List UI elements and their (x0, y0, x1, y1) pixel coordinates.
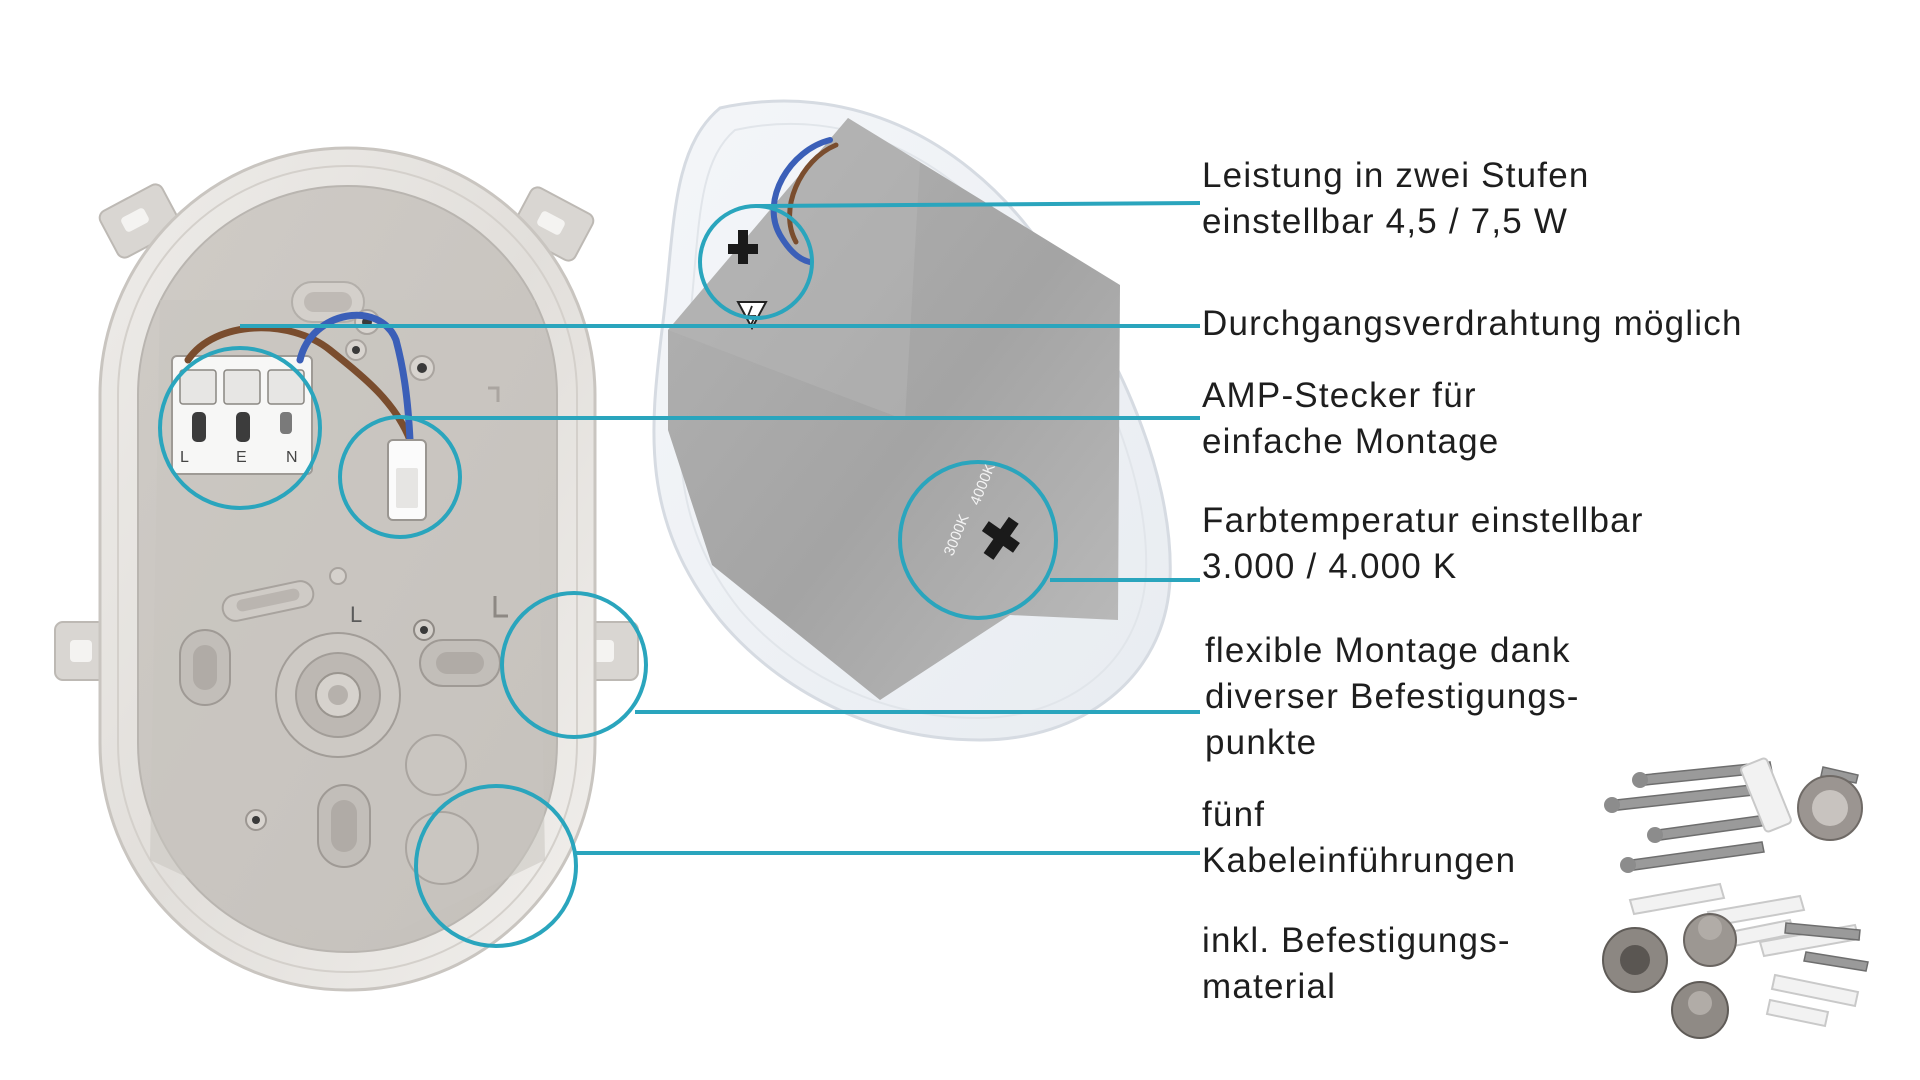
feature-color-temperature: Farbtemperatur einstellbar 3.000 / 4.000… (1202, 498, 1644, 590)
grommet-2 (1683, 913, 1737, 967)
callout-circle-cct (898, 460, 1058, 620)
feature-flexible-mounting-line-2: diverser Befestigungs- (1205, 677, 1580, 716)
callout-circle-through-wiring (158, 346, 322, 510)
cct-switch (981, 516, 1020, 560)
grommet-3 (1671, 981, 1729, 1039)
terminal-letter-l: L (180, 449, 189, 466)
feature-fixing-material-line-2: material (1202, 967, 1337, 1006)
callouts (158, 201, 1201, 948)
feature-flexible-mounting: flexible Montage dank diverser Befestigu… (1205, 628, 1580, 766)
feature-power-levels-line-2: einstellbar 4,5 / 7,5 W (1202, 202, 1569, 241)
feature-flexible-mounting-line-3: punkte (1205, 723, 1318, 762)
feature-power-levels-line-1: Leistung in zwei Stufen (1202, 156, 1590, 195)
callout-line-power (755, 201, 1201, 208)
feature-through-wiring: Durchgangsverdrahtung möglich (1202, 301, 1743, 347)
callout-circle-mounting (500, 591, 648, 739)
feature-color-temperature-line-2: 3.000 / 4.000 K (1202, 547, 1458, 586)
grommet-1 (1602, 927, 1668, 993)
fixing-material-set-2 (1602, 913, 1869, 1039)
feature-amp-plug-line-1: AMP-Stecker für (1202, 376, 1477, 415)
feature-cable-entries: fünf Kabeleinführungen (1202, 792, 1516, 884)
terminal-letter-e: E (236, 449, 247, 466)
callout-circle-amp-plug (338, 415, 462, 539)
cover-cap (1797, 775, 1863, 841)
diffuser-with-driver: 4000K 3000K (652, 99, 1172, 742)
feature-power-levels: Leistung in zwei Stufen einstellbar 4,5 … (1202, 153, 1590, 245)
feature-cable-entries-line-2: Kabeleinführungen (1202, 841, 1517, 880)
feature-amp-plug: AMP-Stecker für einfache Montage (1202, 373, 1499, 465)
amp-plug (387, 439, 427, 521)
feature-fixing-material: inkl. Befestigungs- material (1202, 918, 1511, 1010)
luminaire-base: L E N L (54, 146, 639, 992)
terminal-letter-n: N (286, 449, 298, 466)
feature-through-wiring-line-1: Durchgangsverdrahtung möglich (1202, 304, 1743, 343)
feature-color-temperature-line-1: Farbtemperatur einstellbar (1202, 501, 1644, 540)
feature-flexible-mounting-line-1: flexible Montage dank (1205, 631, 1571, 670)
feature-amp-plug-line-2: einfache Montage (1202, 422, 1500, 461)
feature-fixing-material-line-1: inkl. Befestigungs- (1202, 921, 1511, 960)
feature-cable-entries-line-1: fünf (1202, 795, 1266, 834)
callout-circle-cable-entries (414, 784, 578, 948)
power-switch (728, 230, 758, 264)
terminal-block: L E N (171, 355, 313, 475)
base-letter-l: L (350, 602, 362, 627)
